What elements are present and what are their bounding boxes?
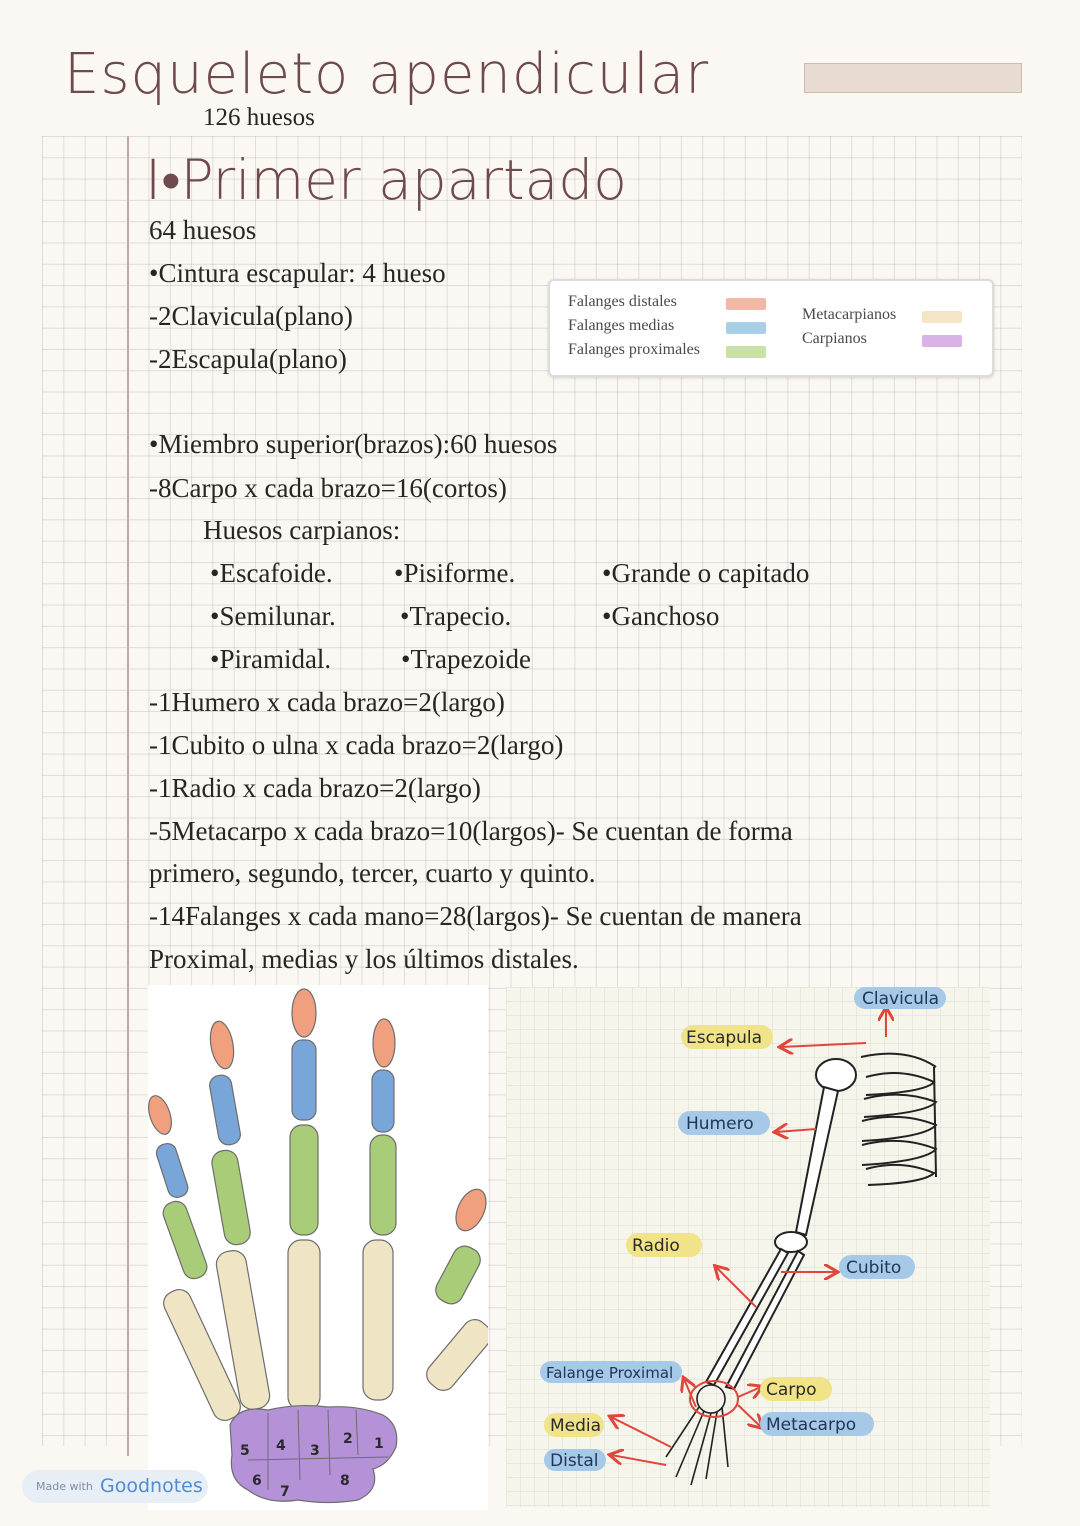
falange-proximal-tag <box>540 1361 682 1383</box>
cintura-item-clavicula: -2Clavicula(plano) <box>149 301 353 331</box>
legend-swatch-carpianos <box>922 335 962 347</box>
cubito-label: Cubito <box>846 1258 901 1278</box>
carpiano-semilunar: •Semilunar. <box>210 601 336 631</box>
carpal-number-1: 1 <box>374 1436 384 1452</box>
carpianos-heading: Huesos carpianos: <box>203 515 401 545</box>
made-with-label: Made with <box>36 1480 93 1493</box>
radio-label: Radio <box>632 1236 680 1256</box>
legend-label-metacarpianos: Metacarpianos <box>802 306 897 323</box>
distal-label: Distal <box>550 1451 598 1471</box>
index-media <box>371 1069 395 1133</box>
legend-label-medias: Falanges medias <box>568 317 675 334</box>
middle-distal <box>291 988 317 1038</box>
line-metacarpo: -5Metacarpo x cada brazo=10(largos)- Se … <box>149 816 793 846</box>
margin-line <box>127 136 129 1456</box>
hand-bones-diagram: 1 2 3 4 5 6 7 8 <box>148 985 488 1510</box>
clavicula-tag <box>854 987 946 1009</box>
middle-metacarpal <box>287 1239 321 1411</box>
media-label: Media <box>550 1416 601 1436</box>
thumb-metacarpal <box>426 1319 488 1391</box>
legend-label-distales: Falanges distales <box>568 293 677 310</box>
line-falanges-cont: Proximal, medias y los últimos distales. <box>149 944 579 974</box>
carpal-number-4: 4 <box>276 1438 286 1454</box>
carpal-number-3: 3 <box>310 1443 320 1459</box>
humero-label: Humero <box>686 1114 754 1134</box>
humero-tag <box>678 1111 770 1135</box>
little-metacarpal <box>163 1288 241 1422</box>
line-falanges: -14Falanges x cada mano=28(largos)- Se c… <box>149 901 802 931</box>
carpiano-escafoide: •Escafoide. <box>210 558 333 588</box>
legend-label-proximales: Falanges proximales <box>568 341 700 358</box>
miembro-heading: •Miembro superior(brazos):60 huesos <box>149 429 558 459</box>
little-distal <box>148 1095 172 1135</box>
little-proximal <box>162 1200 208 1280</box>
line-cubito: -1Cubito o ulna x cada brazo=2(largo) <box>149 730 564 760</box>
line-metacarpo-cont: primero, segundo, tercer, cuarto y quint… <box>149 858 596 888</box>
goodnotes-badge: Made with Goodnotes <box>22 1470 208 1503</box>
ring-media <box>209 1074 241 1146</box>
legend-swatch-metacarpianos <box>922 311 962 323</box>
thumb-distal <box>455 1188 487 1232</box>
carpiano-grande: •Grande o capitado <box>602 558 810 588</box>
escapula-label: Escapula <box>686 1028 762 1048</box>
clavicula-label: Clavicula <box>862 989 939 1009</box>
carpiano-trapecio: •Trapecio. <box>400 601 512 631</box>
page-title: Esqueleto apendicular <box>64 42 710 107</box>
carpal-number-6: 6 <box>252 1473 262 1489</box>
carpiano-trapezoide: •Trapezoide <box>401 644 531 674</box>
legend-swatch-proximales <box>726 346 766 358</box>
index-metacarpal <box>362 1239 394 1401</box>
line-humero: -1Humero x cada brazo=2(largo) <box>149 687 505 717</box>
carpal-number-5: 5 <box>240 1443 250 1459</box>
metacarpo-tag <box>760 1412 874 1436</box>
metacarpo-label: Metacarpo <box>766 1415 856 1435</box>
thumb-proximal <box>435 1245 481 1305</box>
escapula-tag <box>681 1025 773 1049</box>
section-count: 64 huesos <box>149 215 257 245</box>
radio-tag <box>626 1233 702 1257</box>
carpo-tag <box>760 1377 832 1401</box>
cintura-heading: •Cintura escapular: 4 hueso <box>149 258 446 288</box>
line-radio: -1Radio x cada brazo=2(largo) <box>149 773 481 803</box>
distal-tag <box>544 1449 606 1471</box>
cintura-item-escapula: -2Escapula(plano) <box>149 344 347 374</box>
index-proximal <box>369 1134 397 1236</box>
index-distal <box>372 1018 396 1068</box>
middle-media <box>291 1039 317 1121</box>
ring-distal <box>209 1020 235 1070</box>
ring-proximal <box>211 1149 251 1246</box>
goodnotes-logo-text: Goodnotes <box>100 1475 203 1497</box>
page-subtitle: 126 huesos <box>203 104 315 131</box>
legend-swatch-medias <box>726 322 766 334</box>
section-title: I•Primer apartado <box>145 148 627 212</box>
carpo-label: Carpo <box>766 1380 816 1400</box>
carpal-number-7: 7 <box>280 1484 290 1500</box>
cubito-tag <box>839 1255 915 1279</box>
falange-proximal-label: Falange Proximal <box>546 1364 673 1382</box>
carpo-highlight-circle <box>689 1380 739 1418</box>
media-tag <box>544 1413 604 1437</box>
carpiano-ganchoso: •Ganchoso <box>602 601 720 631</box>
carpiano-piramidal: •Piramidal. <box>210 644 332 674</box>
legend-label-carpianos: Carpianos <box>802 330 867 347</box>
little-media <box>155 1142 189 1198</box>
middle-proximal <box>289 1124 319 1236</box>
arm-skeleton-diagram: Clavicula Escapula Humero Radio Cubito F… <box>506 987 990 1507</box>
color-legend: Falanges distales Falanges medias Falang… <box>548 279 994 377</box>
header-bar <box>804 63 1022 93</box>
carpiano-pisiforme: •Pisiforme. <box>394 558 516 588</box>
carpal-bones <box>229 1404 398 1504</box>
miembro-carpo: -8Carpo x cada brazo=16(cortos) <box>149 473 507 503</box>
carpal-number-2: 2 <box>343 1431 353 1447</box>
legend-swatch-distales <box>726 298 766 310</box>
carpal-number-8: 8 <box>340 1473 350 1489</box>
